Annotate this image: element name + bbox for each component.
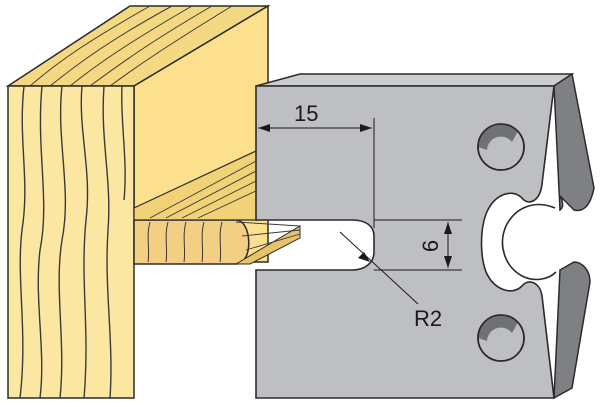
wood-top-grain bbox=[29, 5, 233, 87]
blade-front-face bbox=[255, 85, 555, 399]
radius-arrow bbox=[358, 252, 370, 262]
blade-side-face bbox=[553, 72, 595, 212]
wood-groove-lines bbox=[149, 159, 301, 251]
depth-dimension-label: 6 bbox=[418, 240, 443, 252]
depth-arrow-top bbox=[444, 222, 452, 234]
wood-workpiece bbox=[5, 4, 301, 399]
width-arrow-right bbox=[360, 124, 372, 132]
width-dimension-label: 15 bbox=[294, 101, 318, 126]
wood-tongue bbox=[133, 219, 250, 265]
wood-front-face bbox=[7, 85, 135, 399]
blade-side-face-lower bbox=[553, 261, 591, 400]
dimension-annotations bbox=[258, 118, 462, 305]
wood-tongue-grain bbox=[147, 221, 223, 263]
radius-leader-line bbox=[339, 231, 419, 305]
blade-top-face bbox=[255, 73, 575, 87]
wood-groove-lower bbox=[234, 225, 301, 265]
width-arrow-left bbox=[258, 124, 270, 132]
cutter-blade bbox=[255, 72, 595, 400]
depth-arrow-bottom bbox=[444, 256, 452, 268]
blade-profile-cutout bbox=[501, 203, 557, 281]
mounting-hole-lower bbox=[477, 314, 525, 362]
mounting-hole-upper bbox=[477, 123, 525, 171]
radius-dimension-label: R2 bbox=[414, 306, 442, 331]
wood-front-grain bbox=[19, 85, 126, 399]
